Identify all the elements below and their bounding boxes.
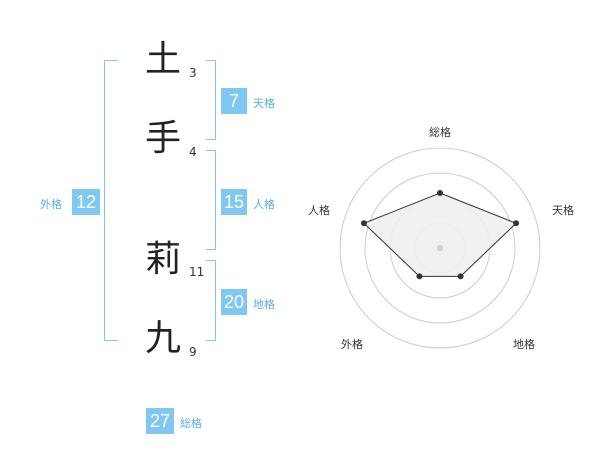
- tenkaku-value: 7: [221, 88, 247, 114]
- jinkaku-bracket: [206, 150, 216, 250]
- name-char-1: 土: [144, 39, 181, 80]
- radar-area: [363, 192, 517, 277]
- chikaku-bracket: [206, 260, 216, 341]
- soukaku-value: 27: [146, 408, 174, 434]
- soukaku-label: 総格: [180, 417, 202, 430]
- radar-point-4: [360, 220, 367, 227]
- radar-grid-ring: [364, 172, 516, 324]
- radar-point-2: [457, 273, 464, 280]
- gaikaku-bracket: [104, 60, 118, 341]
- radar-grid-ring: [339, 147, 541, 349]
- radar-point-3: [416, 273, 423, 280]
- name-char-4: 九: [144, 318, 181, 359]
- gaikaku-value: 12: [72, 189, 100, 215]
- stroke-count-3: 11: [189, 265, 205, 279]
- jinkaku-value: 15: [221, 189, 247, 215]
- name-char-2: 手: [144, 118, 181, 159]
- radar-center-dot: [437, 245, 443, 251]
- radar-axis-label-gaikaku: 外格: [341, 338, 363, 351]
- tenkaku-label: 天格: [253, 97, 275, 110]
- stroke-count-4: 9: [189, 345, 197, 359]
- radar-axis-label-jinkaku: 人格: [308, 204, 330, 217]
- gaikaku-label: 外格: [40, 198, 62, 211]
- chikaku-value: 20: [221, 289, 247, 315]
- radar-axis-label-tenkaku: 天格: [552, 204, 574, 217]
- radar-axis-label-chikaku: 地格: [513, 338, 535, 351]
- radar-point-1: [513, 220, 520, 227]
- radar-point-0: [437, 190, 443, 196]
- jinkaku-label: 人格: [253, 198, 275, 211]
- chikaku-label: 地格: [253, 298, 275, 311]
- stroke-count-2: 4: [189, 145, 197, 159]
- radar-axis-label-soukaku: 総格: [429, 126, 451, 139]
- name-char-3: 莉: [144, 239, 181, 280]
- stroke-count-1: 3: [189, 66, 197, 80]
- tenkaku-bracket: [206, 60, 216, 140]
